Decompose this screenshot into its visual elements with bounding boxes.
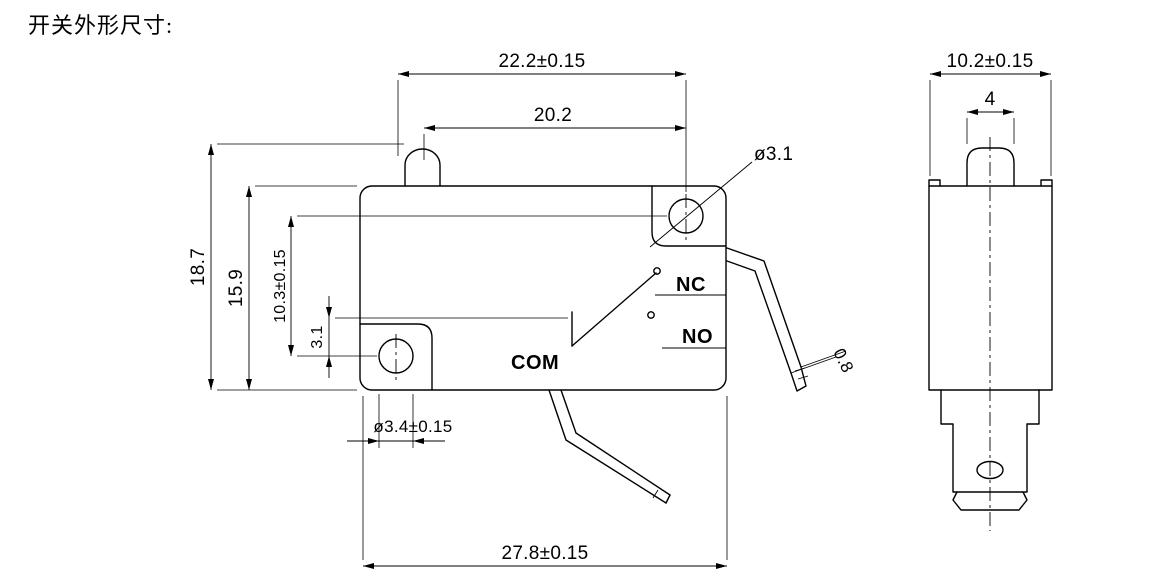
side-body-ear-left <box>928 179 941 187</box>
leader-hole-top-dia: ø3.1 <box>649 144 793 248</box>
dim-22-2-label: 22.2±0.15 <box>498 51 585 72</box>
dim-27-8-label: 27.8±0.15 <box>501 543 588 564</box>
dim-hole-bottom-label: ø3.4±0.15 <box>373 417 452 436</box>
side-body-outline <box>928 185 1053 391</box>
mounting-boss-bottom <box>359 323 433 391</box>
dim-20-2-label: 20.2 <box>534 105 572 126</box>
dim-hole-top-label: ø3.1 <box>754 144 793 165</box>
dimension-22-2: 22.2±0.15 <box>397 51 687 192</box>
dim-18-7-label: 18.7 <box>188 248 209 286</box>
switch-body-outline <box>359 185 727 391</box>
label-nc: NC <box>676 274 706 296</box>
dimension-10-3: 10.3±0.15 <box>272 215 667 357</box>
dimension-hole-bottom-dia: ø3.4±0.15 <box>347 394 452 448</box>
dimension-4: 4 <box>966 89 1015 144</box>
terminal-bottom <box>548 389 671 504</box>
dim-3-1-label: 3.1 <box>309 325 326 348</box>
dim-10-3-label: 10.3±0.15 <box>272 249 289 323</box>
side-plunger <box>966 147 1015 187</box>
dimension-15-9: 15.9 <box>226 185 357 390</box>
dim-10-2-label: 10.2±0.15 <box>946 51 1033 72</box>
dimension-10-2: 10.2±0.15 <box>929 51 1052 176</box>
side-terminal-hole <box>976 460 1004 480</box>
dim-4-label: 4 <box>985 89 996 110</box>
side-body-ear-right <box>1040 179 1053 187</box>
side-terminal-foot <box>952 491 1028 511</box>
side-terminal-block <box>940 389 1040 511</box>
dimension-0-8: 0.8 <box>790 345 857 376</box>
label-com: COM <box>511 352 559 374</box>
dim-15-9-label: 15.9 <box>226 269 247 307</box>
plunger <box>404 148 441 187</box>
dimension-27-8: 27.8±0.15 <box>362 396 728 569</box>
dimension-20-2: 20.2 <box>423 105 686 160</box>
side-view: 10.2±0.15 4 <box>928 51 1053 531</box>
dimension-18-7: 18.7 <box>188 143 404 391</box>
contact-mechanism <box>571 267 726 349</box>
dimension-3-1: 3.1 <box>309 296 568 378</box>
dim-0-8-label: 0.8 <box>829 345 857 375</box>
page-title: 开关外形尺寸: <box>28 13 174 38</box>
front-view: NC NO COM 22.2±0.15 <box>188 51 857 569</box>
label-no: NO <box>682 326 713 348</box>
terminal-right <box>726 247 809 392</box>
